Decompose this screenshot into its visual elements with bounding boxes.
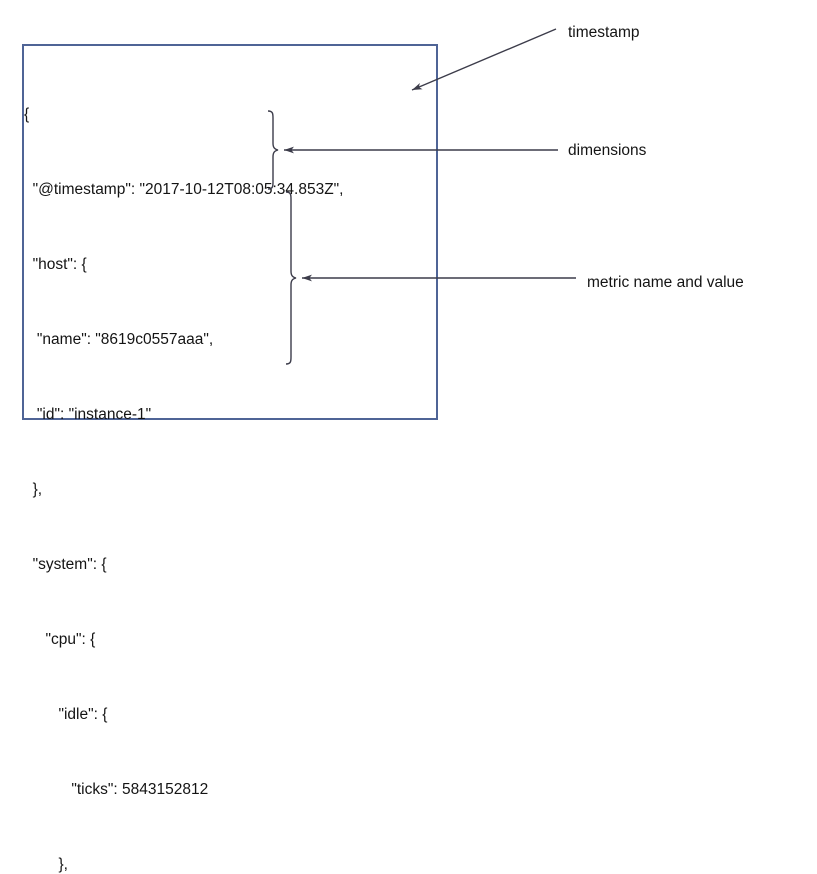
json-line-ticks: "ticks": 5843152812 xyxy=(24,781,209,798)
json-document-text: { "@timestamp": "2017-10-12T08:05:34.853… xyxy=(24,52,424,874)
json-line: { xyxy=(24,106,30,123)
json-line-host-open: "host": { xyxy=(24,256,87,273)
json-line-cpu-open: "cpu": { xyxy=(24,631,96,648)
annotation-label-metric: metric name and value xyxy=(587,274,744,291)
json-line-host-id: "id": "instance-1" xyxy=(24,406,152,423)
json-line-idle-close: }, xyxy=(24,856,68,873)
figure-canvas: { "@timestamp": "2017-10-12T08:05:34.853… xyxy=(22,24,744,873)
json-line-idle-open: "idle": { xyxy=(24,706,108,723)
json-document-box xyxy=(22,44,438,420)
json-line-timestamp: "@timestamp": "2017-10-12T08:05:34.853Z"… xyxy=(24,181,344,198)
json-line-system-open: "system": { xyxy=(24,556,107,573)
annotation-label-dimensions: dimensions xyxy=(568,142,647,159)
json-line-host-close: }, xyxy=(24,481,43,498)
json-line-host-name: "name": "8619c0557aaa", xyxy=(24,331,214,348)
annotation-label-timestamp: timestamp xyxy=(568,24,640,41)
